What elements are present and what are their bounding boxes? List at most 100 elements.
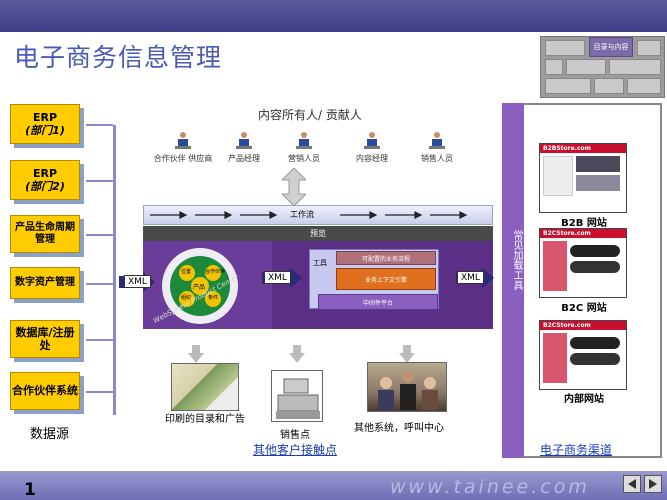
site-column: [543, 333, 567, 383]
bottom-banner: [0, 471, 667, 500]
workflow-arrows-icon: [150, 211, 468, 219]
down-arrow: [399, 345, 415, 363]
site-label: B2C 网站: [561, 303, 607, 314]
source-plm: 产品生命周期管理: [10, 215, 80, 253]
site-b2c[interactable]: B2CStore.com: [539, 228, 627, 298]
site-products: [569, 333, 623, 383]
source-bus: [113, 125, 116, 415]
source-sub: (部门2): [25, 180, 65, 193]
page-title: 电子商务信息管理: [14, 43, 223, 72]
tools-label: 工具: [313, 259, 327, 267]
context-label: 业务上下文引擎: [364, 276, 407, 284]
source-erp-2: ERP (部门2): [10, 160, 80, 200]
loading-tools-strip: [502, 103, 524, 458]
product-thumb: [575, 175, 620, 191]
top-banner: [0, 0, 667, 32]
source-registry: 数据库/注册处: [10, 320, 80, 358]
connector: [86, 124, 113, 126]
product-thumb: [569, 245, 620, 257]
down-arrow-icon: [399, 353, 415, 363]
workflow-bar: [143, 205, 493, 225]
middleware-label: 中间件平台: [362, 299, 393, 307]
person-product-manager: 产品经理: [214, 131, 274, 164]
product-thumb: [569, 261, 620, 273]
source-sub: (部门1): [25, 124, 65, 137]
product-wheel-icon: [162, 248, 238, 324]
down-arrow-shaft: [192, 345, 200, 353]
site-header: B2BStore.com: [540, 144, 626, 153]
touchpoint-label-pos: 销售点: [280, 430, 310, 441]
person-label: 销售人员: [421, 154, 453, 163]
connector: [86, 180, 113, 182]
configurable-label: 可配置的业务流程: [361, 255, 410, 263]
site-header: B2CStore.com: [540, 321, 626, 330]
context-engine: 业务上下文引擎: [336, 268, 436, 290]
person-label: 营销人员: [288, 154, 320, 163]
person-at-desk-icon: [429, 132, 445, 149]
sources-caption: 数据源: [30, 427, 70, 442]
source-partner-system: 合作伙伴系统: [10, 372, 80, 410]
person-marketing: 营销人员: [274, 131, 334, 164]
office-people-icon: [378, 371, 438, 410]
source-label: 产品生命周期管理: [15, 222, 75, 245]
source-erp-1: ERP (部门1): [10, 104, 80, 144]
source-label: 数据库/注册处: [15, 325, 75, 352]
cash-register-icon: [276, 378, 320, 419]
triangle-left-icon: [628, 479, 636, 489]
triangle-right-icon: [649, 479, 657, 489]
xml-tag-left: XML: [124, 275, 151, 288]
site-b2b[interactable]: B2BStore.com: [539, 143, 627, 213]
pos-photo: [271, 370, 323, 422]
site-intranet[interactable]: B2CStore.com: [539, 320, 627, 390]
down-arrow-icon: [188, 353, 204, 363]
channels-caption[interactable]: 电子商务渠道: [540, 443, 613, 457]
source-label: 数字资产管理: [15, 277, 75, 288]
prev-slide-button[interactable]: [623, 475, 641, 493]
site-products: [575, 156, 623, 196]
next-slide-button[interactable]: [644, 475, 662, 493]
down-arrow: [188, 345, 204, 363]
site-header: B2CStore.com: [540, 229, 626, 238]
page-number: 1: [24, 480, 36, 500]
xml-tag-right: XML: [457, 271, 484, 284]
touchpoint-label-callcenter: 其他系统，呼叫中心: [354, 423, 444, 434]
person-at-desk-icon: [364, 132, 380, 149]
site-label: B2B 网站: [561, 218, 607, 229]
person-label: 合作伙伴 供应商: [153, 154, 213, 163]
person-sales: 销售人员: [407, 131, 467, 164]
connector: [86, 283, 113, 285]
call-center-photo: [367, 362, 447, 412]
down-arrow-shaft: [293, 345, 301, 353]
connector: [86, 339, 113, 341]
nav-highlight-catalog[interactable]: 目录与内容: [589, 37, 633, 57]
preview-label: 预览: [310, 229, 326, 238]
owners-title: 内容所有人/ 贡献人: [258, 108, 362, 122]
person-at-desk-icon: [236, 132, 252, 149]
product-thumb: [569, 337, 620, 349]
watermark-text: www.tainee.com: [390, 476, 590, 498]
workflow-label: 工作流: [290, 210, 314, 219]
site-column: [543, 156, 573, 196]
site-body: [540, 238, 626, 294]
nav-thumbnail-grid[interactable]: 目录与内容: [540, 36, 665, 98]
touchpoints-caption[interactable]: 其他客户接触点: [253, 443, 338, 457]
touchpoint-label-print: 印刷的目录和广告: [165, 414, 245, 425]
person-at-desk-icon: [175, 132, 191, 149]
xml-tag-middle: XML: [264, 271, 291, 284]
site-body: [540, 153, 626, 199]
product-thumb: [569, 353, 620, 365]
site-column: [543, 241, 567, 291]
person-label: 产品经理: [228, 154, 260, 163]
wheel-item: 位置: [181, 269, 192, 275]
connector: [86, 391, 113, 393]
middleware-platform: 中间件平台: [318, 294, 438, 310]
wheel-center-label: 产品: [193, 284, 206, 291]
down-arrow-icon: [289, 353, 305, 363]
up-down-arrow-icon: [282, 168, 306, 206]
configurable-process: 可配置的业务流程: [336, 251, 436, 265]
site-label: 内部网站: [564, 394, 604, 405]
wheel-item: 条件: [208, 295, 219, 301]
source-label: ERP: [32, 110, 58, 124]
wheel-item: 合作伙伴: [205, 269, 226, 275]
person-label: 内容经理: [356, 154, 388, 163]
